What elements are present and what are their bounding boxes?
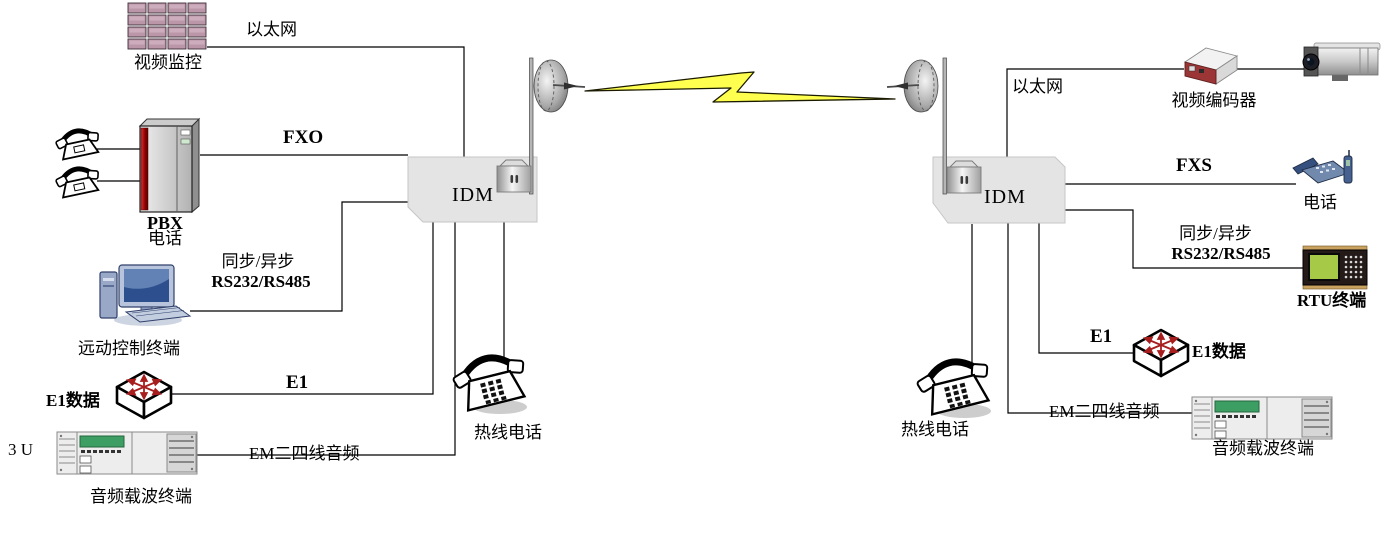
radio-unit-icon-right (946, 160, 982, 194)
label-idm-right: IDM (984, 186, 1026, 208)
label-e1-data-left: E1数据 (46, 391, 100, 410)
video-wall-icon (127, 2, 207, 50)
label-serial-left: RS232/RS485 (211, 272, 311, 291)
e1-switch-icon-right (1132, 328, 1190, 378)
analog-phone-icon-2 (54, 165, 102, 199)
analog-phone-icon-1 (54, 127, 102, 161)
label-video-wall: 视频监控 (134, 53, 202, 72)
label-fxs-link: FXS (1176, 155, 1212, 176)
label-hotline-right: 热线电话 (901, 420, 969, 439)
audio-rack-icon-right (1191, 396, 1333, 440)
label-em-audio-left: EM二四线音频 (249, 444, 360, 463)
cctv-camera-icon (1302, 42, 1381, 81)
antenna-pole-left (529, 57, 534, 195)
label-rack-size: 3 U (8, 440, 34, 459)
label-audio-terminal-right: 音频载波终端 (1212, 439, 1314, 458)
e1-switch-icon-left (115, 370, 173, 420)
radio-unit-icon-left (496, 159, 532, 193)
label-em-audio-right: EM二四线音频 (1049, 402, 1160, 421)
audio-rack-icon-left (56, 431, 198, 475)
label-ethernet-left: 以太网 (246, 20, 297, 39)
pbx-tower-icon (138, 117, 201, 214)
label-e1-data-right: E1数据 (1192, 342, 1246, 361)
desk-phone-icon-right (1292, 150, 1353, 184)
label-e1-link-left: E1 (286, 372, 309, 393)
label-idm-left: IDM (452, 184, 494, 206)
label-sync-async-right: 同步/异步 (1179, 224, 1252, 243)
label-hotline-left: 热线电话 (474, 423, 542, 442)
connection-lines (97, 46, 1304, 456)
label-audio-terminal-left: 音频载波终端 (90, 487, 192, 506)
control-computer-icon (99, 264, 192, 326)
label-rtu-terminal: RTU终端 (1297, 291, 1367, 310)
label-pbx-title: PBX (147, 213, 183, 233)
label-video-encoder: 视频编码器 (1171, 91, 1257, 110)
video-encoder-icon (1183, 47, 1239, 85)
label-remote-terminal: 远动控制终端 (78, 339, 180, 358)
antenna-pole-right (942, 57, 947, 195)
hotline-phone-icon-left (450, 350, 532, 414)
hotline-phone-icon-right (914, 354, 996, 418)
label-e1-link-right: E1 (1090, 326, 1113, 347)
dish-antenna-icon-left (533, 59, 586, 113)
dish-antenna-icon-right (886, 59, 939, 113)
wireless-link-bolt-icon (584, 71, 896, 103)
label-ethernet-right: 以太网 (1012, 77, 1063, 96)
label-pbx-subtitle: 电话 (148, 229, 182, 248)
label-fxo-link: FXO (283, 127, 324, 148)
label-sync-async-left: 同步/异步 (221, 252, 295, 271)
rtu-terminal-icon (1302, 245, 1368, 290)
label-serial-right: RS232/RS485 (1171, 244, 1271, 263)
label-phone-right: 电话 (1303, 193, 1337, 212)
